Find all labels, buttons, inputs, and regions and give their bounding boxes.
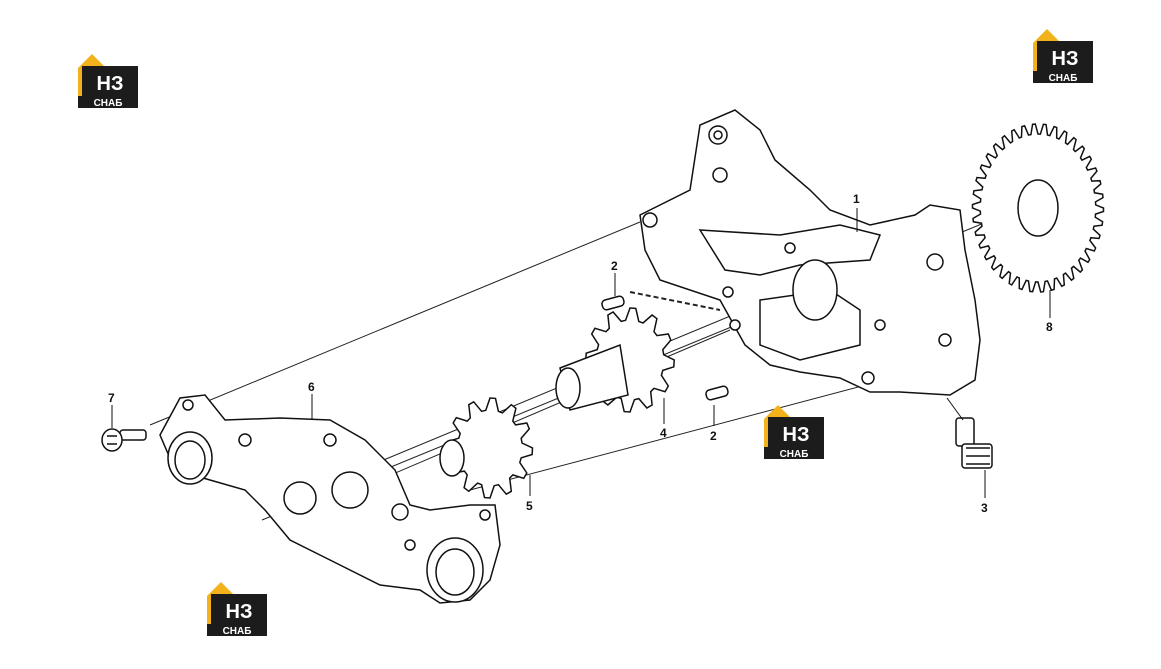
driven-gear bbox=[439, 397, 534, 499]
svg-text:СНАБ: СНАБ bbox=[223, 626, 252, 637]
watermark-logo: НЗ СНАБ bbox=[78, 54, 138, 109]
pump-cover bbox=[159, 394, 501, 604]
dowel-pins bbox=[601, 295, 729, 401]
callout-2a: 2 bbox=[611, 259, 618, 273]
watermark-logo: НЗ СНАБ bbox=[207, 582, 267, 637]
callout-1: 1 bbox=[853, 192, 860, 206]
svg-text:СНАБ: СНАБ bbox=[94, 98, 123, 109]
svg-text:НЗ: НЗ bbox=[97, 73, 124, 95]
svg-text:СНАБ: СНАБ bbox=[780, 449, 809, 460]
plug-bolt bbox=[955, 417, 993, 469]
svg-text:НЗ: НЗ bbox=[1052, 48, 1079, 70]
leader-lines bbox=[111, 208, 1051, 498]
svg-text:НЗ: НЗ bbox=[783, 424, 810, 446]
pump-housing bbox=[639, 109, 981, 396]
svg-text:СНАБ: СНАБ bbox=[1049, 73, 1078, 84]
callout-7: 7 bbox=[108, 391, 115, 405]
callout-4: 4 bbox=[660, 426, 667, 440]
callout-8: 8 bbox=[1046, 320, 1053, 334]
callout-6: 6 bbox=[308, 380, 315, 394]
watermark-logo: НЗ СНАБ bbox=[1033, 29, 1093, 84]
callout-2b: 2 bbox=[710, 429, 717, 443]
watermark-logo: НЗ СНАБ bbox=[764, 405, 824, 460]
callout-3: 3 bbox=[981, 501, 988, 515]
cover-screw bbox=[101, 428, 147, 452]
callouts: 1 2 2 3 4 5 6 7 8 bbox=[108, 192, 1053, 515]
drive-gear bbox=[555, 307, 675, 413]
sprocket-gear bbox=[971, 123, 1105, 293]
svg-text:НЗ: НЗ bbox=[226, 601, 253, 623]
callout-5: 5 bbox=[526, 499, 533, 513]
